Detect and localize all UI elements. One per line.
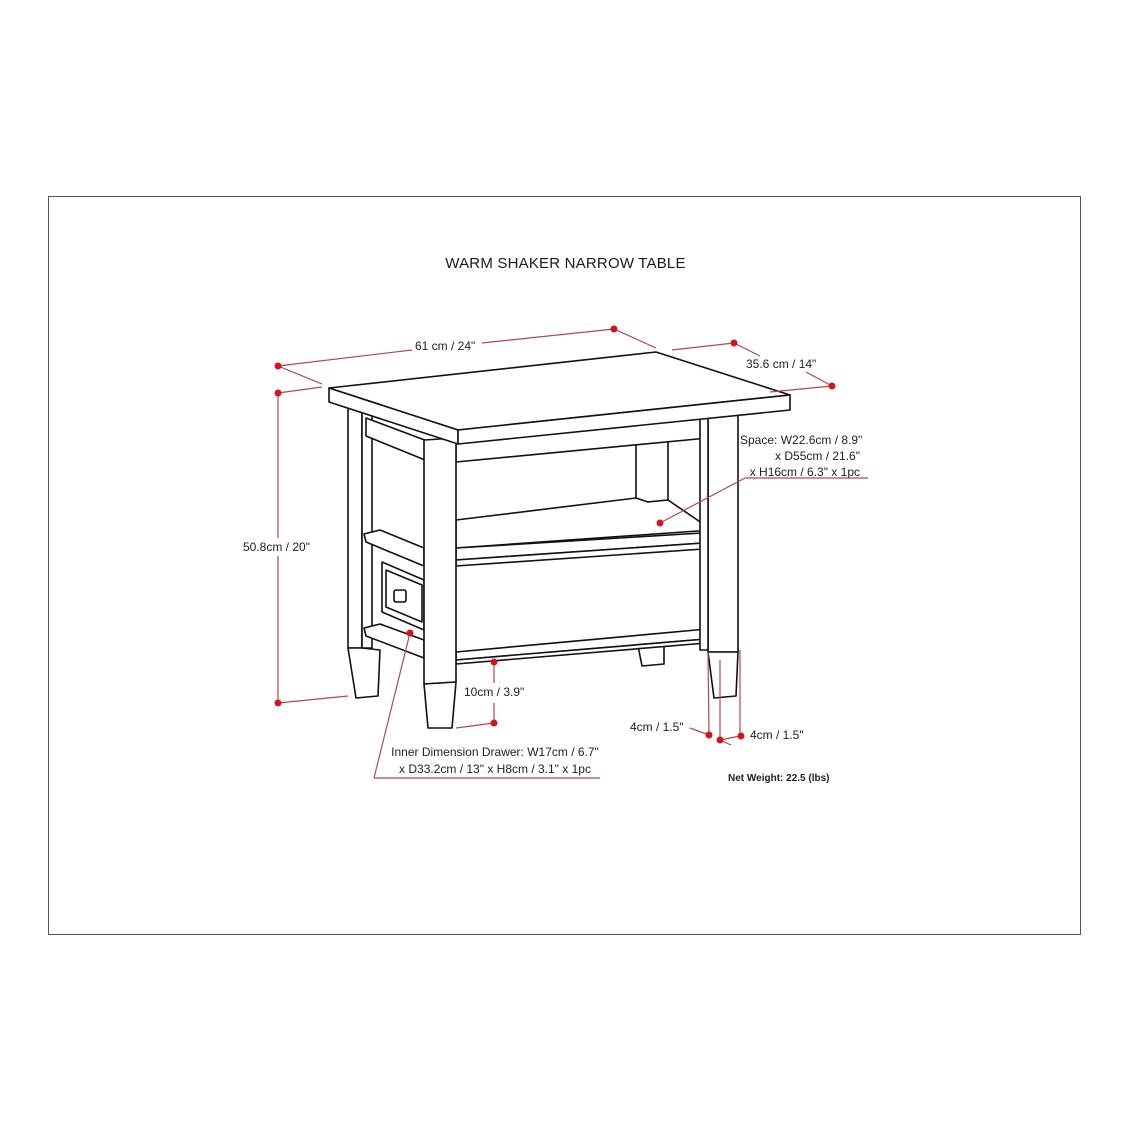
diagram-frame <box>48 196 1081 935</box>
back-right-post <box>635 440 669 503</box>
drawer-inner-line1: Inner Dimension Drawer: W17cm / 6.7" <box>391 745 599 759</box>
left-upper-shelf-edge <box>363 529 425 567</box>
diagram-title: WARM SHAKER NARROW TABLE <box>445 255 686 272</box>
depth-dimension-label: 35.6 cm / 14" <box>746 357 817 371</box>
front-right-leg <box>707 409 739 653</box>
leg-right-dimension-label: 4cm / 1.5" <box>750 728 804 742</box>
tabletop-front-edge <box>457 394 791 445</box>
drawer-inner-label: Inner Dimension Drawer: W17cm / 6.7" x D… <box>384 744 606 778</box>
shelf-space-label: Space: W22.6cm / 8.9" x D55cm / 21.6" x … <box>740 432 863 480</box>
front-right-leg-foot <box>707 651 739 699</box>
back-left-leg <box>347 407 363 649</box>
dimension-dots <box>274 325 836 744</box>
front-left-leg <box>423 437 457 685</box>
leg-left-dimension-label: 4cm / 1.5" <box>630 720 684 734</box>
drawer-inner-line2: x D33.2cm / 13" x H8cm / 3.1" x 1pc <box>399 762 591 776</box>
net-weight-label: Net Weight: 22.5 (lbs) <box>728 773 830 784</box>
shelf-space-line1: Space: W22.6cm / 8.9" <box>740 433 863 447</box>
back-left-leg-foot <box>347 647 381 699</box>
width-dimension-label: 61 cm / 24" <box>415 339 476 353</box>
clearance-dimension-label: 10cm / 3.9" <box>464 685 525 699</box>
shelf-space-line2: x D55cm / 21.6" <box>775 449 860 463</box>
height-dimension-label: 50.8cm / 20" <box>243 540 310 554</box>
shelf-space-line3: x H16cm / 6.3" x 1pc <box>749 465 860 479</box>
front-left-leg-foot <box>423 681 457 729</box>
drawer-knob <box>393 589 407 603</box>
